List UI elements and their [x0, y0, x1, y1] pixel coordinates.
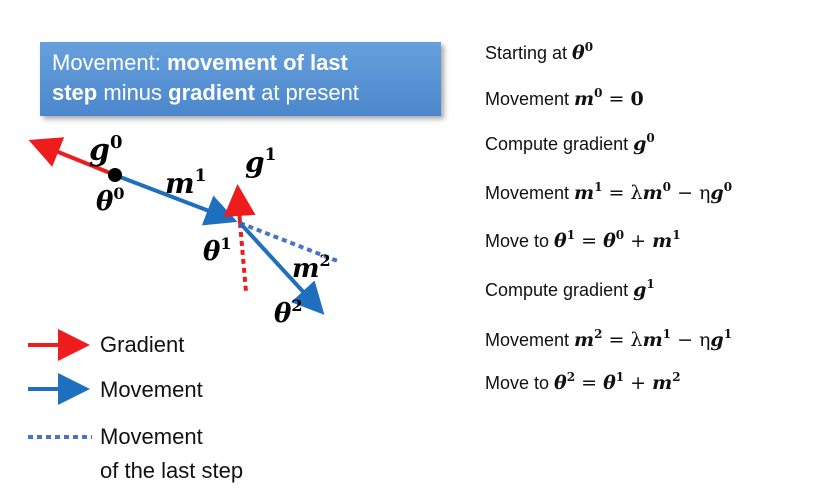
step-movement-m1: Movement m1 = λm0 − ηg0	[485, 180, 733, 204]
step-move-theta1: Move to θ1 = θ0 + m1	[485, 228, 681, 252]
label-theta2: θ2	[274, 296, 302, 329]
title-mid: minus	[97, 80, 169, 105]
step-movement-m0: Movement m0 = 0	[485, 86, 644, 110]
gradient-g1-arrow	[223, 184, 256, 224]
step-movement-m2: Movement m2 = λm1 − ηg1	[485, 327, 733, 351]
legend-movement-label: Movement	[100, 377, 203, 402]
title-prefix: Movement:	[52, 50, 167, 75]
movement-m1-arrow	[114, 173, 238, 226]
step-move-theta2: Move to θ2 = θ1 + m2	[485, 370, 681, 394]
theta0-point	[108, 168, 122, 182]
legend-last-movement-label-1: Movement	[100, 424, 203, 449]
movement-m2-arrow	[238, 221, 325, 315]
label-g0: g0	[89, 132, 123, 168]
gradient-g0-arrow	[28, 137, 116, 177]
step-compute-g1: Compute gradient g1	[485, 277, 655, 301]
step-compute-g0: Compute gradient g0	[485, 131, 655, 155]
label-m1: m1	[165, 166, 206, 200]
label-g1: g1	[245, 145, 276, 179]
title-suffix: at present	[254, 80, 359, 105]
title-bold-3: gradient	[168, 80, 255, 105]
label-theta1: θ1	[203, 234, 231, 267]
title-bold-1: movement of last	[166, 50, 348, 75]
label-theta0: θ0	[96, 184, 124, 217]
step-start: Starting at θ0	[485, 40, 594, 64]
title-box: Movement: movement of last step minus gr…	[40, 42, 441, 116]
legend-last-movement-label-2: of the last step	[100, 458, 244, 483]
title-bold-2: step	[52, 80, 98, 105]
negative-gradient-dashed-line	[238, 222, 248, 293]
legend-gradient-label: Gradient	[100, 332, 185, 357]
label-m2: m2	[292, 251, 331, 284]
